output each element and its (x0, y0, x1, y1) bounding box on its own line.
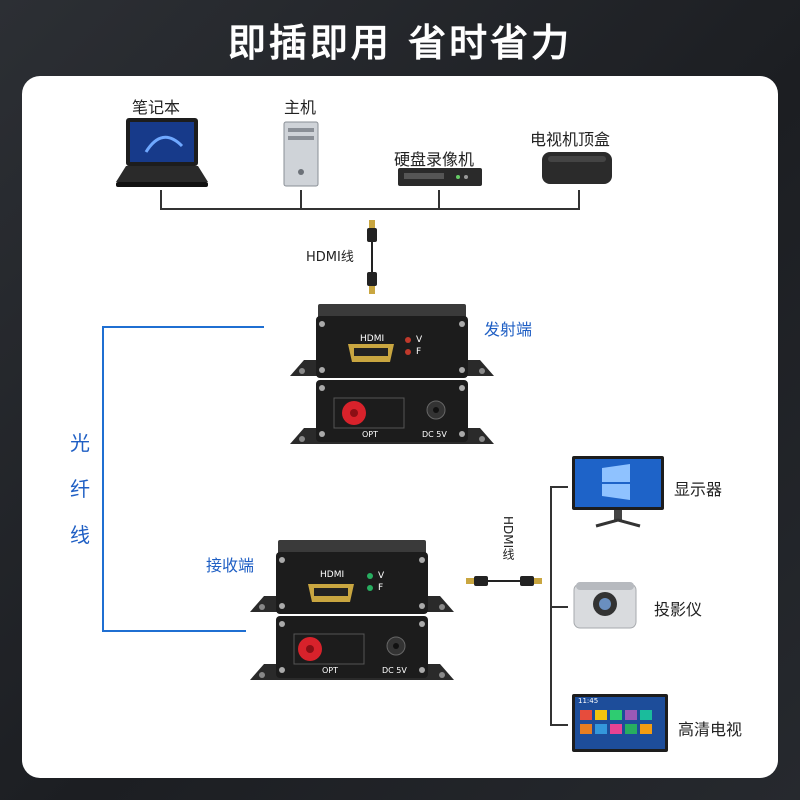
rx-led-v-label: V (378, 571, 385, 581)
hdmi-cable-right-icon (466, 576, 542, 586)
fiber-line-bottom (102, 630, 246, 632)
host-label: 主机 (284, 98, 317, 117)
laptop-label: 笔记本 (132, 98, 181, 117)
hdmi-cable-top-label: HDMI线 (306, 250, 354, 265)
hdmi-cable-top-icon (367, 220, 377, 294)
source-bus-line (160, 208, 580, 210)
rx-opt-port-label: OPT (322, 666, 339, 675)
settop-label: 电视机顶盒 (530, 130, 611, 149)
settop-drop (578, 190, 580, 208)
transmitter-device-icon (290, 304, 494, 444)
rx-hdmi-port-label: HDMI (320, 570, 345, 580)
dvr-label: 硬盘录像机 (394, 150, 475, 169)
tx-hdmi-port-label: HDMI (360, 334, 385, 344)
rx-led-f-label: F (378, 583, 384, 593)
rx-dc-port-label: DC 5V (382, 666, 407, 675)
dvr-drop (438, 190, 440, 208)
receiver-device-icon (250, 540, 454, 680)
laptop-drop (160, 190, 162, 208)
projector-label: 投影仪 (654, 600, 703, 619)
settop-box-icon (542, 152, 612, 184)
fiber-line-vertical (102, 326, 104, 632)
fiber-label: 光纤线 (70, 431, 90, 547)
receiver-label: 接收端 (206, 556, 255, 575)
laptop-icon (116, 118, 208, 187)
hdtv-label: 高清电视 (678, 720, 743, 739)
monitor-branch (550, 486, 568, 488)
desktop-tower-icon (283, 121, 319, 187)
projector-icon (573, 582, 637, 629)
hdmi-cable-right-label: HDMI线 (501, 516, 515, 561)
page-title: 即插即用 省时省力 (227, 21, 573, 65)
tx-dc-port-label: DC 5V (422, 430, 447, 439)
hdtv-branch (550, 724, 568, 726)
monitor-label: 显示器 (674, 480, 723, 499)
fiber-line-top (102, 326, 264, 328)
tx-led-f-label: F (416, 347, 422, 357)
transmitter-label: 发射端 (484, 320, 533, 339)
projector-branch (550, 606, 568, 608)
dvr-icon (398, 168, 482, 186)
monitor-icon (572, 456, 664, 528)
tv-clock-text: 11:45 (578, 697, 599, 705)
hdtv-icon (572, 694, 668, 752)
tx-opt-port-label: OPT (362, 430, 379, 439)
host-drop (300, 190, 302, 208)
tx-led-v-label: V (416, 335, 423, 345)
